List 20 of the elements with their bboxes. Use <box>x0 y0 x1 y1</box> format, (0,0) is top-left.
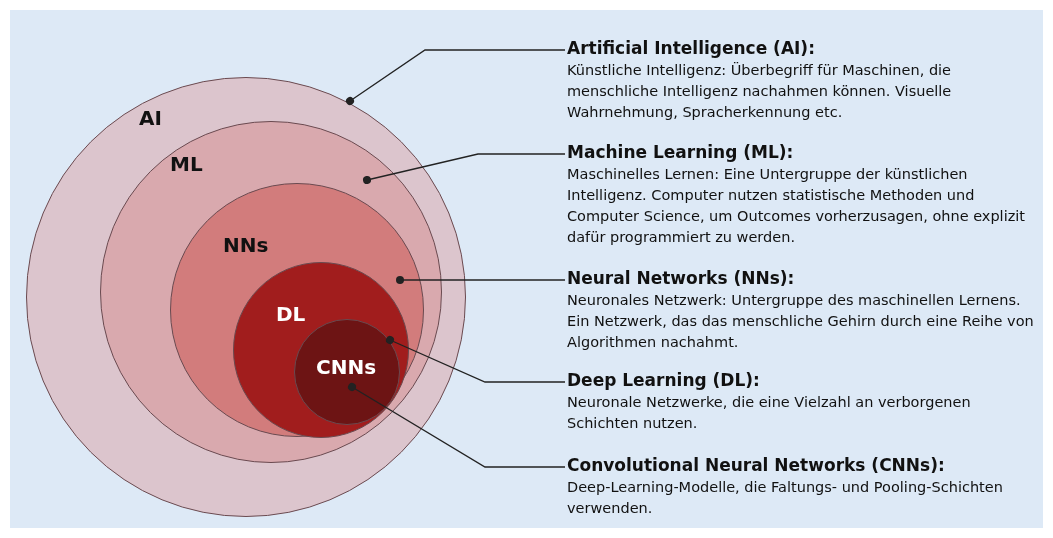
circle-label: NNs <box>223 233 269 257</box>
circle-label: ML <box>170 152 203 176</box>
leader-line <box>346 49 566 105</box>
term-description: Maschinelles Lernen: Eine Untergruppe der künstlichen Intelligenz. Computer nutzen statistische Methoden und Computer Science, um Outcomes vorherzusagen, ohne explizit dafür programmiert zu werden. <box>567 165 1026 247</box>
circle-label: DL <box>276 302 306 326</box>
term-description: Deep-Learning-Modelle, die Faltungs- und Pooling-Schichten verwenden. <box>567 478 1004 518</box>
circle-label: AI <box>139 106 162 130</box>
leader-line <box>396 276 566 284</box>
circle-label: CNNs <box>316 355 377 379</box>
term-heading: Deep Learning (DL): <box>567 370 761 390</box>
term-description: Neuronales Netzwerk: Untergruppe des maschinellen Lernens. Ein Netzwerk, das das menschliche Gehirn durch eine Reihe von Algorithmen nachahmt. <box>567 291 1035 352</box>
term-heading: Neural Networks (NNs): <box>567 268 796 288</box>
term-description: Neuronale Netzwerke, die eine Vielzahl an verborgenen Schichten nutzen. <box>567 393 972 433</box>
leader-line <box>363 153 566 184</box>
term-heading: Artificial Intelligence (AI): <box>567 38 816 58</box>
term-heading: Convolutional Neural Networks (CNNs): <box>567 455 946 475</box>
term-heading: Machine Learning (ML): <box>567 142 795 162</box>
leader-line <box>386 336 566 383</box>
term-description: Künstliche Intelligenz: Überbegriff für Maschinen, die menschliche Intelligenz nachahmen können. Visuelle Wahrnehmung, Spracherkennung etc. <box>567 61 953 122</box>
leader-line <box>348 383 566 468</box>
